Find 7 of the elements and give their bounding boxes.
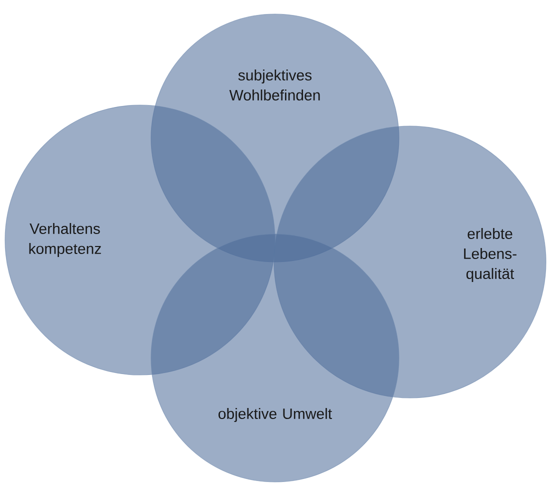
circle-label: erlebte Lebens- qualität: [464, 228, 516, 282]
circle: [274, 126, 546, 398]
circle: [150, 234, 400, 482]
circle-label: subjektives Wohlbefinden: [229, 70, 320, 100]
circle-label: Verhaltens kompetenz: [29, 223, 101, 257]
circle-label: objektive Umwelt: [218, 408, 332, 422]
circle: [4, 104, 276, 376]
